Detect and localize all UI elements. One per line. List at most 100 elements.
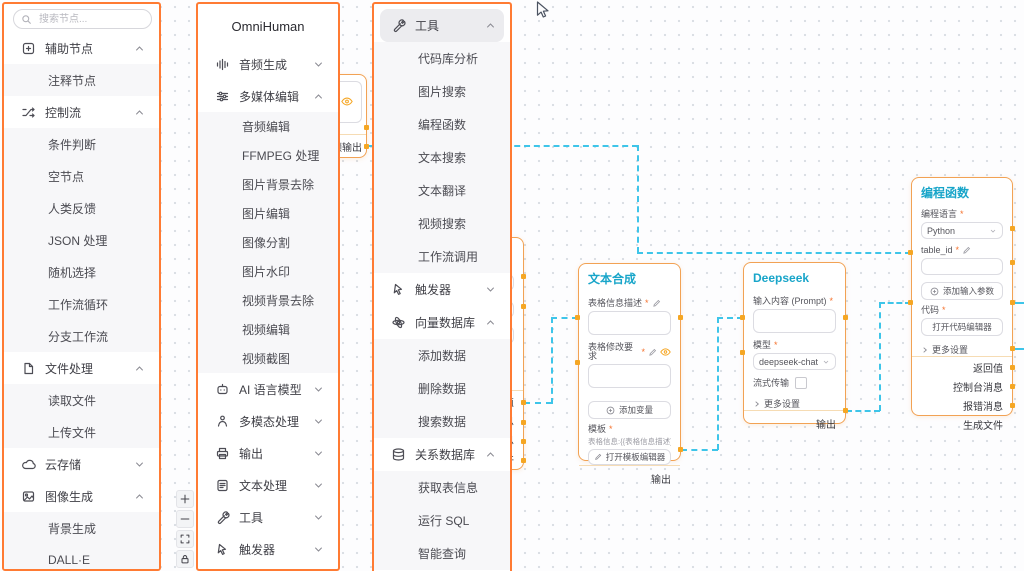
sidebar-item-human-feedback[interactable]: 人类反馈 bbox=[4, 192, 159, 224]
port-handle[interactable] bbox=[1010, 346, 1015, 351]
sidebar-item-tools[interactable]: 工具 bbox=[198, 501, 338, 533]
sidebar-item-video-background-removal[interactable]: 视频背景去除 bbox=[198, 286, 338, 315]
sidebar-item-image-edit[interactable]: 图片编辑 bbox=[198, 199, 338, 228]
edit-icon[interactable] bbox=[648, 348, 657, 357]
sidebar-item-random-select[interactable]: 随机选择 bbox=[4, 256, 159, 288]
port-handle[interactable] bbox=[1010, 365, 1015, 370]
add-variable-button[interactable]: 添加变量 bbox=[588, 401, 671, 419]
sidebar-item-image-background-removal[interactable]: 图片背景去除 bbox=[198, 170, 338, 199]
zoom-in-button[interactable] bbox=[176, 490, 194, 508]
sidebar-item-empty-node[interactable]: 空节点 bbox=[4, 160, 159, 192]
sidebar-item-cloud-storage[interactable]: 云存储 bbox=[4, 448, 159, 480]
edit-icon[interactable] bbox=[652, 299, 661, 308]
language-select[interactable]: Python bbox=[921, 222, 1003, 239]
sidebar-item-workflow-loop[interactable]: 工作流循环 bbox=[4, 288, 159, 320]
sidebar-item-helper-nodes[interactable]: 辅助节点 bbox=[4, 32, 159, 64]
open-code-editor-button[interactable]: 打开代码编辑器 bbox=[921, 318, 1003, 336]
model-select[interactable]: deepseek-chat bbox=[753, 353, 836, 370]
sidebar-item-run-sql[interactable]: 运行 SQL bbox=[374, 504, 510, 537]
sidebar-item-text-search[interactable]: 文本搜索 bbox=[374, 141, 510, 174]
port-handle[interactable] bbox=[521, 274, 526, 279]
sidebar-item-audio-generation[interactable]: 音频生成 bbox=[198, 48, 338, 80]
stream-checkbox[interactable] bbox=[795, 377, 808, 389]
sidebar-item-programming-function[interactable]: 编程函数 bbox=[374, 108, 510, 141]
sidebar-item-output[interactable]: 输出 bbox=[198, 437, 338, 469]
sidebar-item-ffmpeg-processing[interactable]: FFMPEG 处理 bbox=[198, 141, 338, 170]
port-handle[interactable] bbox=[1010, 300, 1015, 305]
zoom-out-button[interactable] bbox=[176, 510, 194, 528]
port-handle[interactable] bbox=[575, 360, 580, 365]
sidebar-item-read-file[interactable]: 读取文件 bbox=[4, 384, 159, 416]
sidebar-item-control-flow[interactable]: 控制流 bbox=[4, 96, 159, 128]
table-info-desc-input[interactable] bbox=[588, 311, 671, 335]
port-handle[interactable] bbox=[364, 125, 369, 130]
search-input[interactable] bbox=[37, 12, 144, 26]
port-handle[interactable] bbox=[908, 250, 913, 255]
open-template-editor-button[interactable]: 打开模板编辑器 bbox=[588, 449, 671, 465]
more-settings-toggle[interactable]: 更多设置 bbox=[921, 343, 1003, 356]
port-handle[interactable] bbox=[1010, 226, 1015, 231]
sidebar-item-file-processing[interactable]: 文件处理 bbox=[4, 352, 159, 384]
port-handle[interactable] bbox=[1010, 260, 1015, 265]
sidebar-item-tools[interactable]: 工具 bbox=[380, 9, 504, 42]
sidebar-item-background-generation[interactable]: 背景生成 bbox=[4, 512, 159, 544]
eye-icon[interactable] bbox=[660, 348, 671, 356]
port-handle[interactable] bbox=[521, 400, 526, 405]
port-handle[interactable] bbox=[1010, 403, 1015, 408]
node-code-function[interactable]: 编程函数 编程语言* Python table_id* 添加输入参数 代码* 打… bbox=[911, 177, 1013, 432]
port-handle[interactable] bbox=[521, 420, 526, 425]
sidebar-item-vector-database[interactable]: 向量数据库 bbox=[374, 306, 510, 339]
output-port[interactable]: 生成文件 bbox=[963, 421, 1003, 432]
port-handle[interactable] bbox=[521, 304, 526, 309]
output-port[interactable]: 控制台消息 bbox=[953, 383, 1003, 394]
add-input-param-button[interactable]: 添加输入参数 bbox=[921, 282, 1003, 300]
port-handle[interactable] bbox=[521, 439, 526, 444]
prompt-input[interactable] bbox=[753, 309, 836, 333]
sidebar-item-code-repo-analysis[interactable]: 代码库分析 bbox=[374, 42, 510, 75]
sidebar-item-text-translation[interactable]: 文本翻译 bbox=[374, 174, 510, 207]
port-handle[interactable] bbox=[1010, 384, 1015, 389]
node-deepseek[interactable]: Deepseek 输入内容 (Prompt)* 模型* deepseek-cha… bbox=[743, 262, 846, 431]
port-handle[interactable] bbox=[678, 447, 683, 452]
sidebar-item-image-segmentation[interactable]: 图像分割 bbox=[198, 228, 338, 257]
sidebar-item-image-search[interactable]: 图片搜索 bbox=[374, 75, 510, 108]
port-handle[interactable] bbox=[908, 300, 913, 305]
port-handle[interactable] bbox=[740, 350, 745, 355]
more-settings-toggle[interactable]: 更多设置 bbox=[753, 397, 836, 410]
port-handle[interactable] bbox=[740, 315, 745, 320]
sidebar-item-branch-workflow[interactable]: 分支工作流 bbox=[4, 320, 159, 352]
sidebar-item-search-data[interactable]: 搜索数据 bbox=[374, 405, 510, 438]
search-box[interactable] bbox=[13, 9, 152, 29]
eye-icon[interactable] bbox=[341, 97, 353, 106]
video-output-port[interactable]: 视频输出 bbox=[322, 142, 362, 154]
sidebar-item-multimedia-edit[interactable]: 多媒体编辑 bbox=[198, 80, 338, 112]
sidebar-item-text-processing[interactable]: 文本处理 bbox=[198, 469, 338, 501]
node-text-compose[interactable]: 文本合成 表格信息描述* 表格修改要求* 添加变量 模板* 表格信息:{{表格信… bbox=[578, 263, 681, 486]
sidebar-item-workflow-invoke[interactable]: 工作流调用 bbox=[374, 240, 510, 273]
port-handle[interactable] bbox=[843, 315, 848, 320]
edit-icon[interactable] bbox=[962, 246, 971, 255]
sidebar-item-relational-database[interactable]: 关系数据库 bbox=[374, 438, 510, 471]
sidebar-item-ai-language-model[interactable]: AI 语言模型 bbox=[198, 373, 338, 405]
sidebar-item-image-generation[interactable]: 图像生成 bbox=[4, 480, 159, 512]
sidebar-item-json-processing[interactable]: JSON 处理 bbox=[4, 224, 159, 256]
sidebar-item-video-edit[interactable]: 视频编辑 bbox=[198, 315, 338, 344]
sidebar-item-video-search[interactable]: 视频搜索 bbox=[374, 207, 510, 240]
sidebar-item-annotation-node[interactable]: 注释节点 bbox=[4, 64, 159, 96]
sidebar-item-multimodal-processing[interactable]: 多模态处理 bbox=[198, 405, 338, 437]
sidebar-item-audio-edit[interactable]: 音频编辑 bbox=[198, 112, 338, 141]
output-port[interactable]: 输出 bbox=[651, 474, 671, 486]
sidebar-item-smart-query[interactable]: 智能查询 bbox=[374, 537, 510, 570]
port-handle[interactable] bbox=[364, 144, 369, 149]
table-modify-req-input[interactable] bbox=[588, 364, 671, 388]
port-handle[interactable] bbox=[521, 458, 526, 463]
output-port[interactable]: 报错消息 bbox=[963, 402, 1003, 413]
output-port[interactable]: 输出 bbox=[816, 419, 836, 431]
sidebar-item-image-watermark[interactable]: 图片水印 bbox=[198, 257, 338, 286]
sidebar-item-dall-e[interactable]: DALL·E bbox=[4, 544, 159, 569]
lock-button[interactable] bbox=[176, 550, 194, 568]
sidebar-item-condition-judge[interactable]: 条件判断 bbox=[4, 128, 159, 160]
fit-view-button[interactable] bbox=[176, 530, 194, 548]
sidebar-item-trigger[interactable]: 触发器 bbox=[374, 273, 510, 306]
